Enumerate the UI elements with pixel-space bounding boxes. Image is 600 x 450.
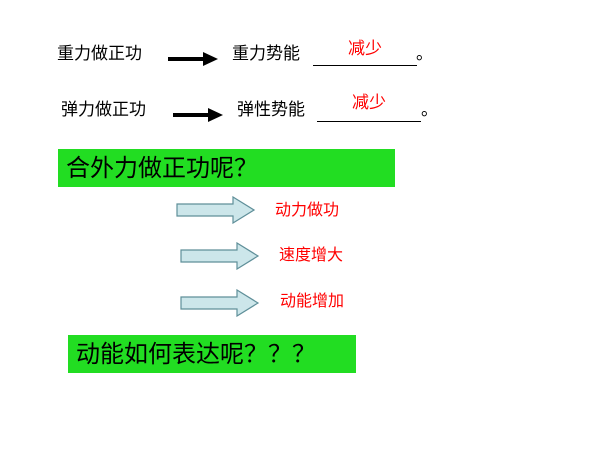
row2-period: 。 bbox=[421, 100, 438, 120]
question2-text: 动能如何表达呢？？？ bbox=[76, 340, 316, 368]
black-right-arrow-icon bbox=[168, 52, 218, 66]
row1-period: 。 bbox=[416, 44, 433, 64]
row2-answer: 减少 bbox=[352, 93, 386, 113]
light-blue-block-arrow-icon bbox=[176, 196, 256, 224]
question2-highlight-box: 动能如何表达呢？？？ bbox=[68, 335, 356, 373]
row1-right-text: 重力势能 bbox=[232, 44, 300, 64]
light-blue-block-arrow-icon bbox=[180, 289, 260, 317]
black-right-arrow-icon bbox=[173, 108, 223, 122]
row1-answer: 减少 bbox=[348, 39, 382, 59]
row2-blank-line bbox=[317, 121, 421, 122]
row1-left-text: 重力做正功 bbox=[57, 44, 142, 64]
chain-item-2: 速度增大 bbox=[279, 245, 344, 264]
question-text: 合外力做正功呢？ bbox=[66, 154, 258, 182]
row2-right-text: 弹性势能 bbox=[237, 100, 305, 120]
question-highlight-box: 合外力做正功呢？ bbox=[58, 149, 395, 187]
chain-item-1: 动力做功 bbox=[275, 200, 340, 219]
row2-left-text: 弹力做正功 bbox=[61, 100, 146, 120]
chain-item-3: 动能增加 bbox=[280, 291, 345, 310]
row1-blank-line bbox=[313, 65, 417, 66]
light-blue-block-arrow-icon bbox=[180, 242, 260, 270]
